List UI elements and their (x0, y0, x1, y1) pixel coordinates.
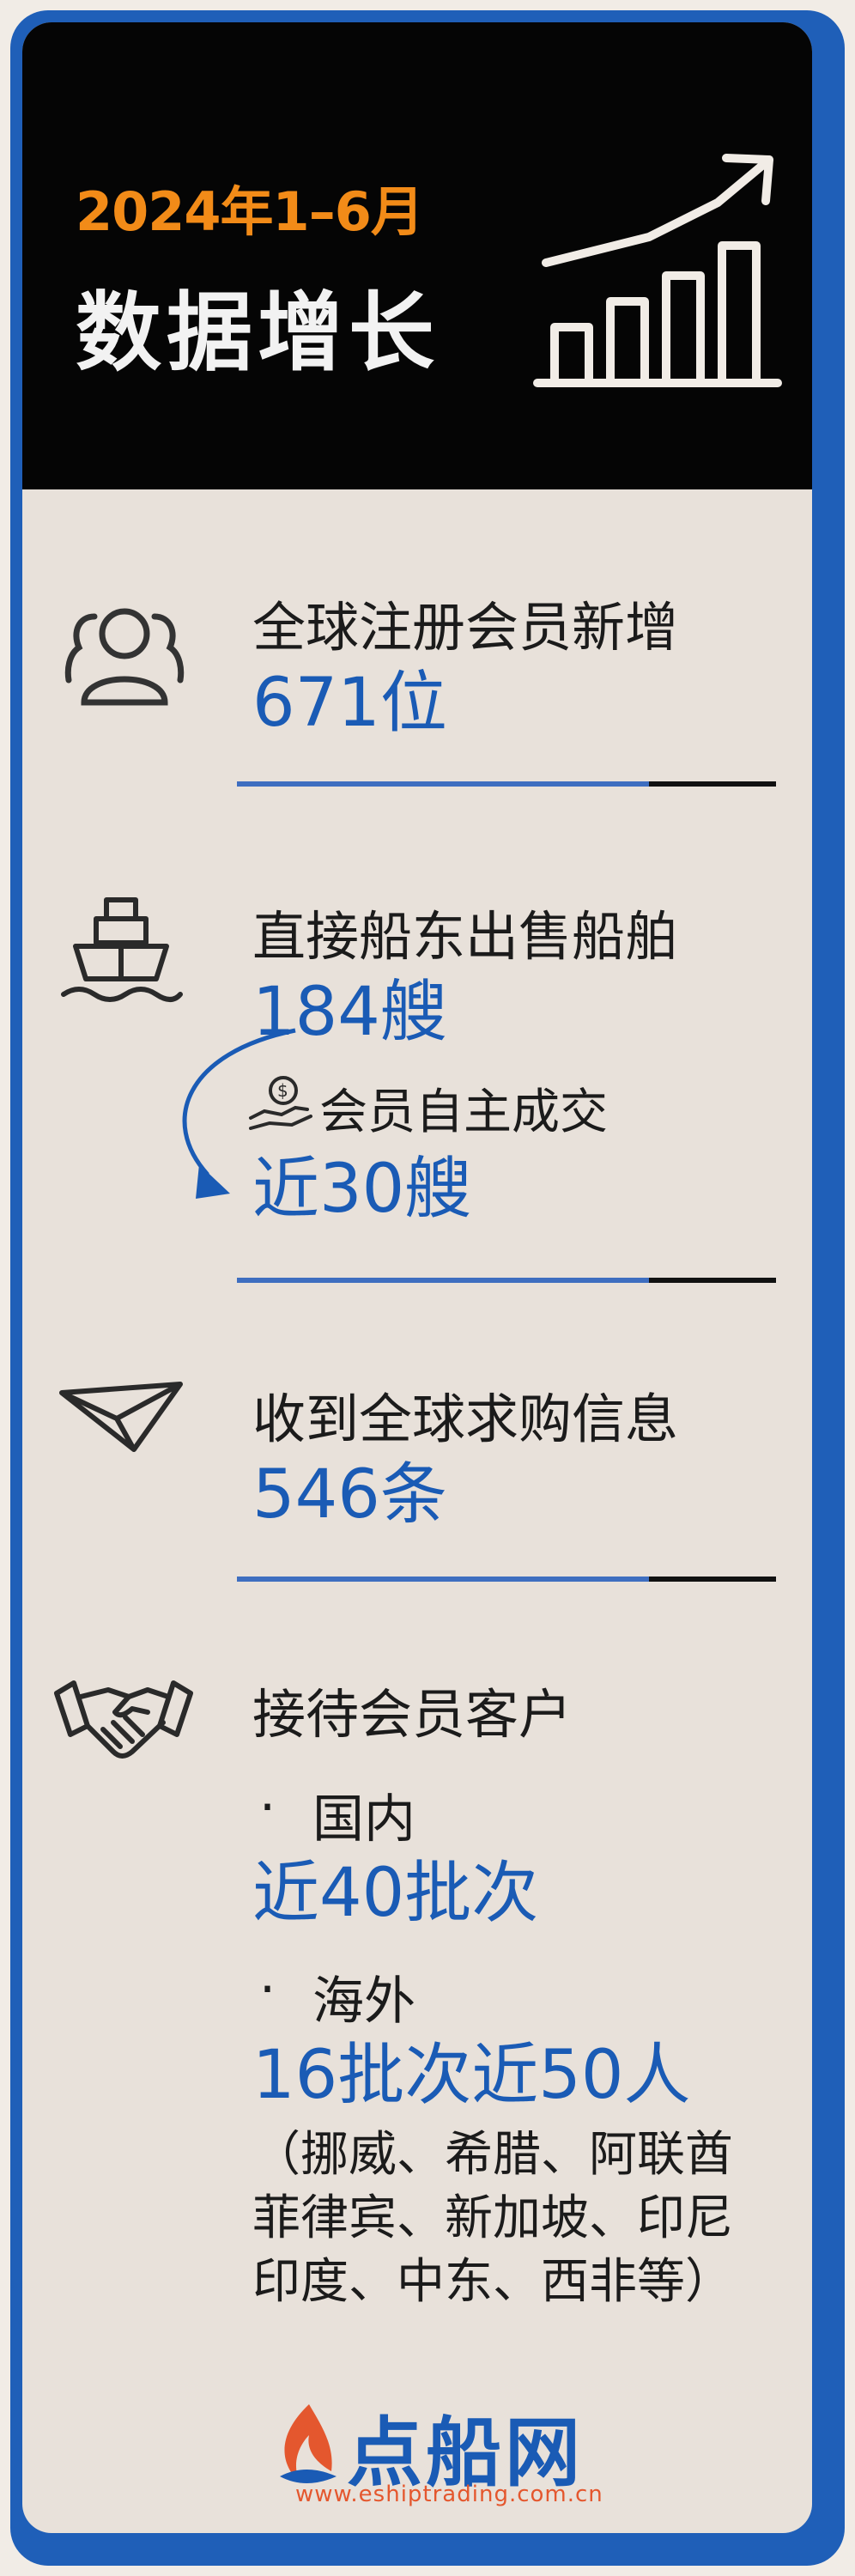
ship-icon (61, 897, 183, 1002)
purchase-info-label: 收到全球求购信息 (252, 1388, 679, 1450)
self-deal-value: 近30艘 (252, 1151, 472, 1228)
brand-url[interactable]: www.eshiptrading.com.cn (295, 2482, 603, 2507)
divider (237, 1278, 776, 1283)
overseas-value: 16批次近50人 (252, 2037, 691, 2114)
countries-line: （挪威、希腊、阿联酋 (252, 2127, 733, 2183)
ship-sales-section: 直接船东出售船舶 184艘 $ 会员自主成交 近30艘 (22, 816, 812, 1312)
page-title: 数据增长 (76, 283, 440, 383)
countries-line: 印度、中东、西非等） (252, 2254, 733, 2310)
divider (237, 1577, 776, 1582)
curved-arrow-icon (182, 1028, 296, 1199)
money-hand-icon: $ (249, 1076, 312, 1130)
handshake-icon (54, 1680, 193, 1759)
purchase-info-section: 收到全球求购信息 546条 (22, 1312, 812, 1609)
domestic-value: 近40批次 (252, 1855, 539, 1932)
divider (237, 781, 776, 787)
reception-section: 接待会员客户 · 国内 近40批次 · 海外 16批次近50人 （挪威、希腊、阿… (22, 1609, 812, 2399)
bullet-dot: · (259, 1777, 276, 1838)
flame-logo-icon (280, 2404, 337, 2483)
ship-sales-value: 184艘 (252, 974, 447, 1051)
purchase-info-value: 546条 (252, 1456, 447, 1534)
users-icon (64, 608, 185, 706)
members-value: 671位 (252, 665, 447, 742)
infographic-card: 2024年1–6月 数据增长 全球注册会员新增 671位 (22, 22, 812, 2533)
brand-footer: 点船网 www.eshiptrading.com.cn (22, 2404, 812, 2516)
members-label: 全球注册会员新增 (252, 596, 679, 659)
reception-label: 接待会员客户 (252, 1683, 573, 1746)
header-banner: 2024年1–6月 数据增长 (22, 22, 812, 489)
self-deal-label: 会员自主成交 (319, 1084, 608, 1140)
domestic-label: 国内 (312, 1789, 415, 1850)
svg-text:$: $ (277, 1080, 288, 1101)
brand-name: 点船网 (347, 2409, 585, 2497)
ship-sales-label: 直接船东出售船舶 (252, 905, 679, 968)
countries-line: 菲律宾、新加坡、印尼 (252, 2190, 733, 2246)
bullet-dot: · (259, 1959, 276, 2020)
members-section: 全球注册会员新增 671位 (22, 489, 812, 816)
paper-plane-icon (59, 1382, 183, 1452)
growth-chart-icon (533, 154, 782, 387)
overseas-label: 海外 (312, 1971, 415, 2032)
year-range: 2024年1–6月 (76, 180, 424, 243)
